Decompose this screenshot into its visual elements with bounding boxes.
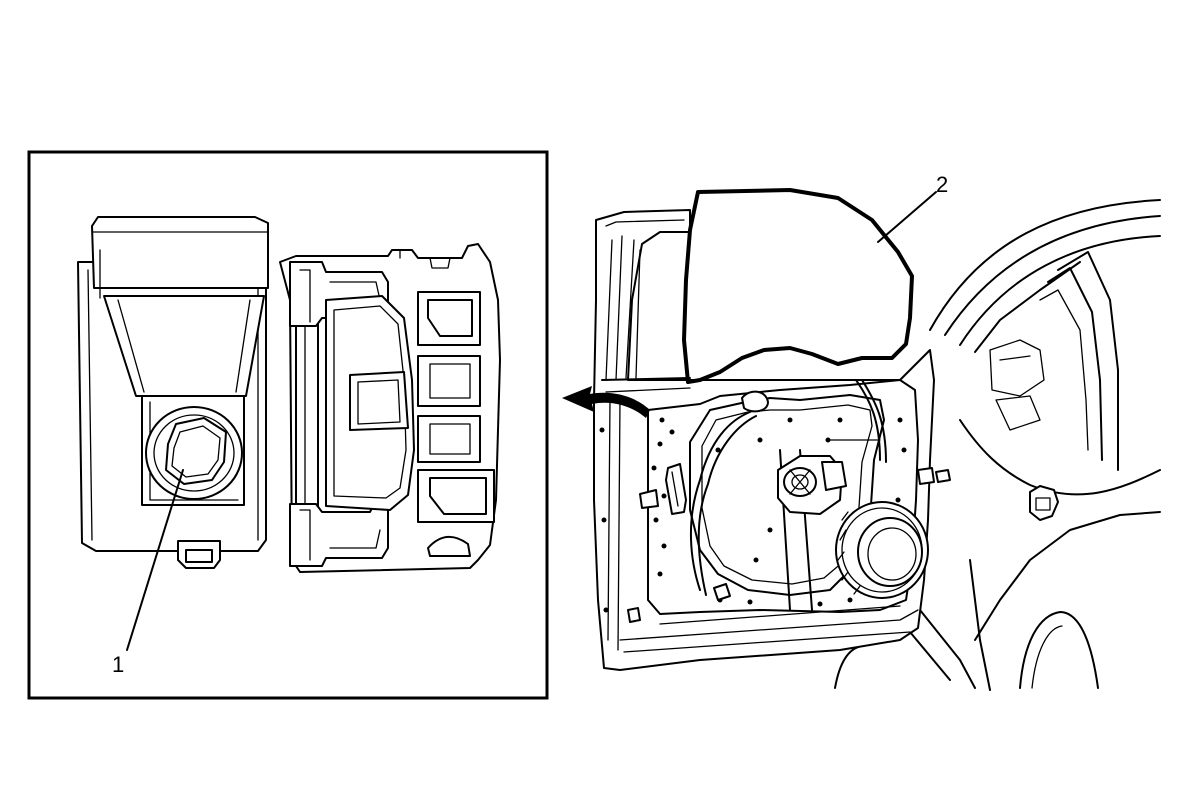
door-speaker (835, 501, 929, 599)
callout-label-1: 1 (112, 652, 124, 677)
door-view: 2 (562, 172, 1161, 691)
callout-label-2: 2 (936, 172, 948, 197)
panel-holes (599, 417, 907, 613)
leader-line-1 (126, 469, 184, 651)
removal-direction-arrow (562, 386, 650, 418)
window-motor (777, 455, 847, 515)
vehicle-body (834, 199, 1161, 691)
door-window-glass (682, 188, 914, 384)
front-door (593, 209, 951, 671)
detail-view: 1 (27, 150, 549, 700)
module-bracket (279, 243, 501, 573)
trim-tool-body (77, 216, 269, 569)
hex-fastener (165, 417, 227, 485)
leader-line-2 (877, 191, 937, 243)
